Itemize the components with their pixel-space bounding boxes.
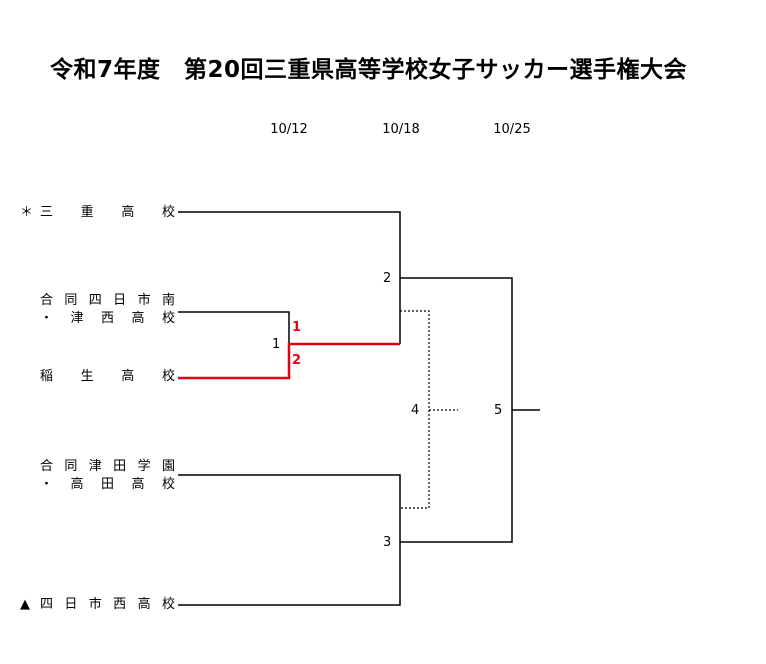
team-name-char: 同: [64, 293, 78, 308]
round2-date: 10/18: [382, 122, 420, 137]
team-name-char: ・: [40, 311, 54, 326]
team-name-char: 津: [88, 459, 102, 474]
team-name-char: 合: [40, 459, 54, 474]
line-mie: [178, 211, 401, 344]
team-name-line2: ・ 高 田 高 校: [40, 476, 175, 494]
team-name-char: 西: [100, 311, 114, 326]
team-name-char: 学: [137, 459, 151, 474]
team-name-line2: ・ 津 西 高 校: [40, 310, 175, 328]
match-number-5: 5: [494, 403, 503, 418]
match-number-1: 1: [272, 337, 281, 352]
team-inou: 稲生高校: [20, 368, 175, 386]
team-name-char: 稲: [40, 369, 54, 384]
match-number-2: 2: [383, 271, 392, 286]
line-match3-out: [400, 410, 513, 543]
team-name-char: 高: [70, 477, 84, 492]
team-name-char: 生: [80, 369, 94, 384]
dotted-match4: [400, 310, 430, 509]
team-name-char: 校: [161, 205, 175, 220]
team-name-char: 重: [80, 205, 94, 220]
team-name-char: 四: [88, 293, 102, 308]
team-name-char: 日: [113, 293, 127, 308]
team-name-char: 津: [70, 311, 84, 326]
team-name-char: 三: [40, 205, 54, 220]
match-number-4: 4: [411, 403, 420, 418]
team-name-char: 日: [64, 597, 78, 612]
team-tsudagakuen-takada: 合同津田学園 ・高田高校: [20, 458, 175, 494]
team-name-char: 市: [137, 293, 151, 308]
team-name-char: 田: [113, 459, 127, 474]
round1-date: 10/12: [270, 122, 308, 137]
team-name-char: ・: [40, 477, 54, 492]
team-yokkaichi-nishi: ▲ 四日市西高校: [20, 596, 175, 614]
page-title: 令和7年度 第20回三重県高等学校女子サッカー選手権大会: [50, 57, 688, 83]
match-number-3: 3: [383, 535, 392, 550]
line-yokkaichi-nishi: [178, 542, 401, 606]
team-name-char: 校: [161, 311, 175, 326]
team-name-char: 高: [131, 311, 145, 326]
team-name: 四日市西高校: [40, 596, 175, 614]
round3-date: 10/25: [493, 122, 531, 137]
line-match2-out: [400, 277, 513, 410]
team-name-line1: 合同津田学園: [40, 458, 175, 476]
team-name-char: 合: [40, 293, 54, 308]
team-name-char: 田: [100, 477, 114, 492]
team-yokkaichi-minami-tsunishi: 合同四日市南 ・ 津 西 高 校: [20, 292, 175, 328]
line-yokkaichi-minami: [178, 311, 290, 344]
team-name-char: 高: [137, 597, 151, 612]
team-name-line1: 合同四日市南: [40, 292, 175, 310]
team-name-char: 同: [64, 459, 78, 474]
seed-mark: ＊: [20, 205, 34, 220]
team-name-char: 四: [40, 597, 54, 612]
team-mie: ＊ 三 重 高 校: [20, 204, 175, 222]
team-name-char: 高: [121, 205, 135, 220]
score-match1-top: 1: [292, 320, 302, 335]
team-name-char: 市: [88, 597, 102, 612]
team-name-char: 南: [161, 293, 175, 308]
seed-mark: ▲: [20, 597, 30, 612]
team-name-char: 校: [161, 369, 175, 384]
team-name: 稲生高校: [40, 368, 175, 386]
team-name-char: 校: [161, 477, 175, 492]
winner-line-inou: [178, 342, 400, 380]
team-name-char: 校: [161, 597, 175, 612]
team-name-char: 園: [161, 459, 175, 474]
line-tsudagakuen: [178, 474, 401, 542]
team-name-char: 西: [113, 597, 127, 612]
score-match1-bottom: 2: [292, 353, 302, 368]
team-name-char: 高: [131, 477, 145, 492]
team-name-char: 高: [121, 369, 135, 384]
team-name: 三重高校: [40, 204, 175, 222]
